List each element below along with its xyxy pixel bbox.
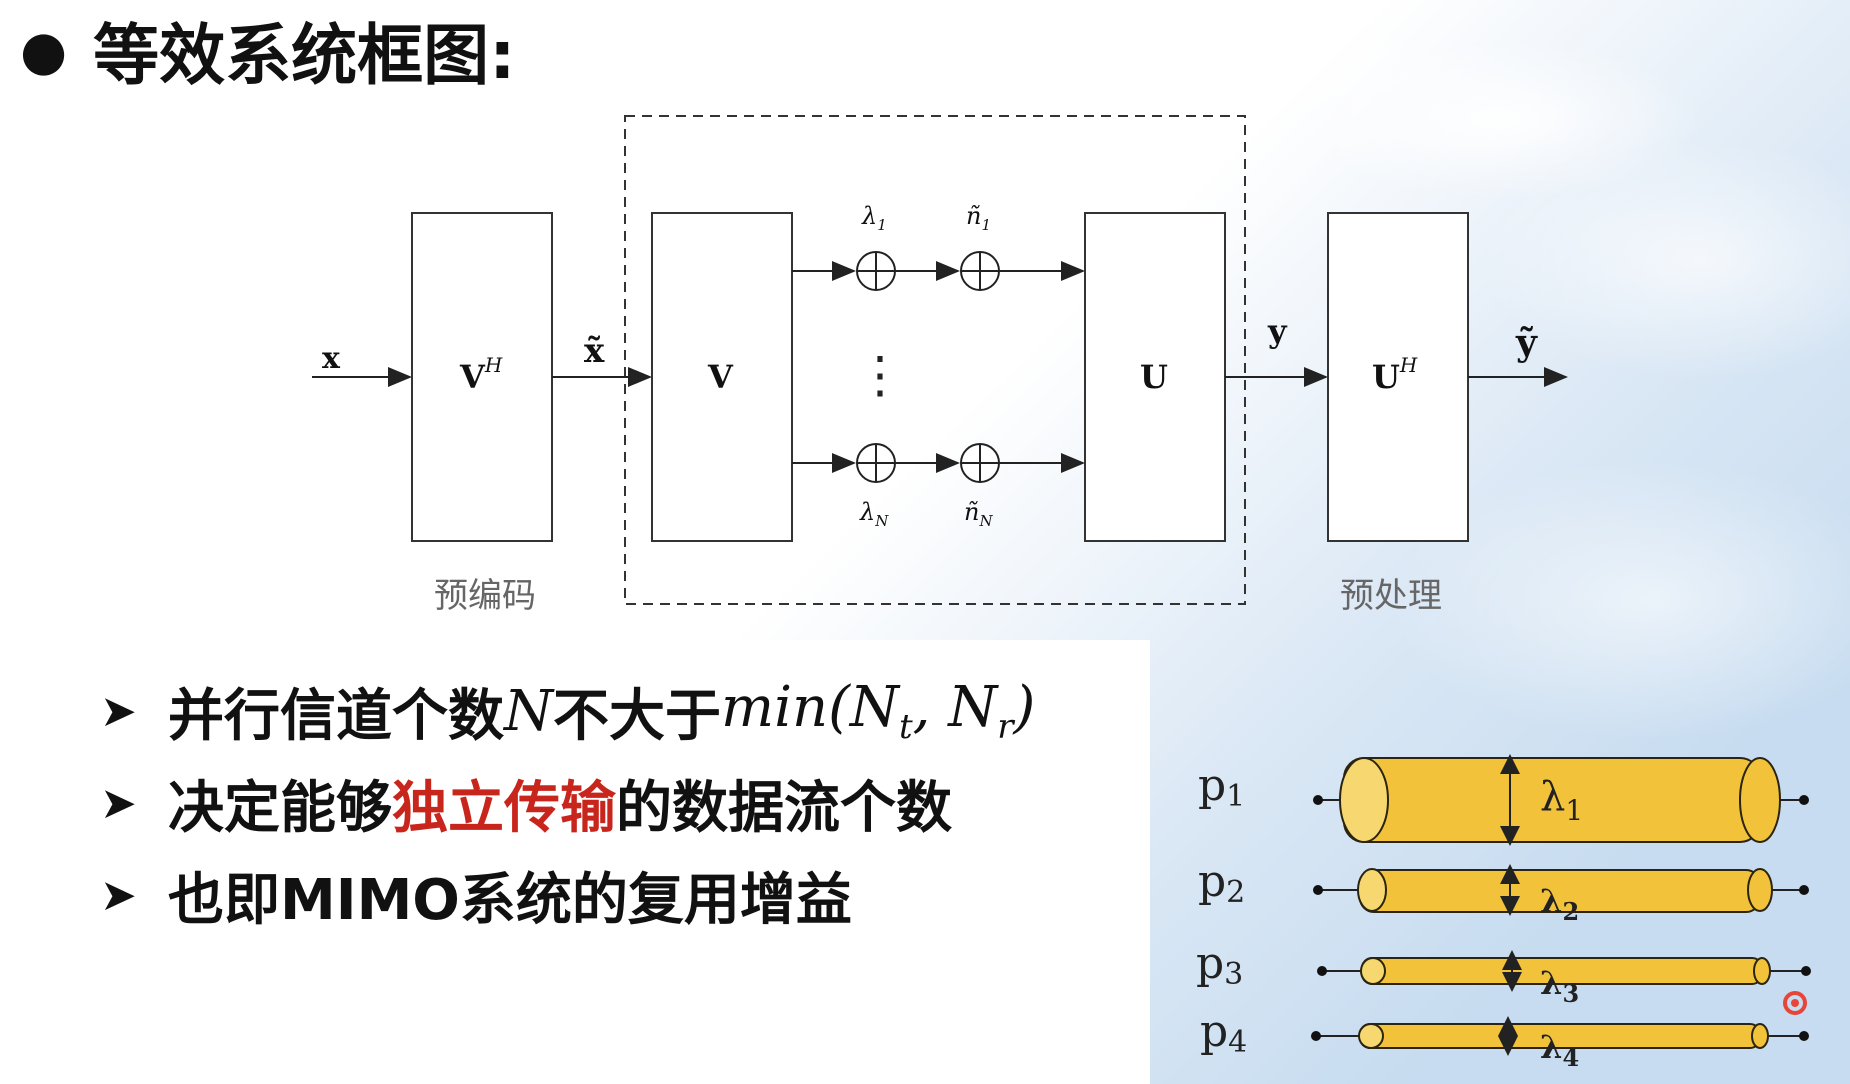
pipe-lambda-1: λ1 [1540, 774, 1583, 827]
lambda-bottom-label: λN [859, 498, 889, 530]
title-text: 等效系统框图: [93, 17, 516, 94]
pipe-lambda-2: λ2 [1540, 882, 1579, 926]
channel-dashed-box [624, 115, 1246, 605]
v-block-label: V [707, 358, 734, 396]
vertical-ellipsis: ⋮ [855, 346, 905, 404]
pipe-3 [1317, 950, 1811, 992]
lambda-top-label: λ1 [861, 202, 887, 234]
pipe-2 [1313, 864, 1809, 916]
noise-bottom-label: ñN [964, 498, 993, 530]
arrowhead-bullet-icon: ➤ [100, 869, 137, 921]
bullet-parallel-channels: ➤ 并行信道个数 N 不大于 min(Nt, Nr) [100, 674, 1036, 749]
precoder-block-label: VH [459, 353, 503, 396]
bullet-dot-icon: ● [20, 18, 68, 82]
noise-top-label: ñ1 [966, 202, 991, 234]
pipe-4 [1311, 1016, 1809, 1056]
u-block-label: U [1140, 358, 1168, 396]
arrowhead-bullet-icon: ➤ [100, 685, 137, 737]
pipe-label-p2: p2 [1198, 856, 1245, 910]
tilde-y-label: ỹ [1515, 322, 1538, 364]
pipe-label-p3: p3 [1196, 938, 1243, 992]
pipe-lambda-3: λ3 [1540, 964, 1579, 1008]
v-block [651, 212, 793, 542]
pipe-lambda-4: λ4 [1540, 1028, 1579, 1072]
bullet-independent-streams: ➤ 决定能够 独立传输 的数据流个数 [100, 757, 1035, 849]
pipe-label-p1: p1 [1198, 760, 1245, 814]
postprocess-block-label: UH [1372, 353, 1418, 396]
input-label: x [322, 341, 341, 376]
u-block [1084, 212, 1226, 542]
arrowhead-bullet-icon: ➤ [100, 777, 137, 829]
precoder-block [411, 212, 553, 542]
laser-pointer-icon [1783, 991, 1807, 1015]
precoder-caption: 预编码 [434, 576, 536, 616]
postprocess-block [1327, 212, 1469, 542]
highlight-independent-transmission: 独立传输 [392, 775, 616, 841]
tilde-x-label: x̃ [584, 331, 605, 371]
page-title: ● 等效系统框图: [20, 10, 516, 94]
bullet-list: ➤ 并行信道个数 N 不大于 min(Nt, Nr) ➤ 决定能够 独立传输 的… [100, 665, 1035, 941]
pipe-1 [1313, 754, 1809, 846]
pipe-label-p4: p4 [1200, 1006, 1247, 1060]
bullet-multiplexing-gain: ➤ 也即MIMO系统的复用增益 [100, 867, 852, 933]
postprocess-caption: 预处理 [1340, 576, 1442, 616]
y-label: y [1267, 312, 1288, 350]
